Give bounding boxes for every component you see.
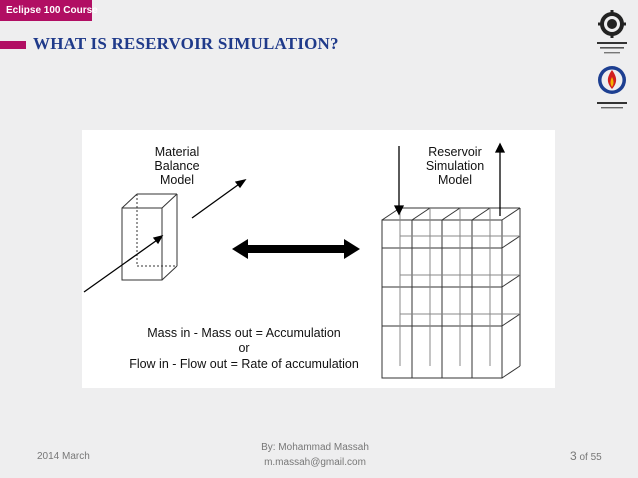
mb-label-line3: Model [159, 173, 195, 187]
production-arrow [494, 142, 506, 216]
equation-line-1: Mass in - Mass out = Accumulation [147, 326, 341, 340]
figure-drawing [83, 142, 521, 379]
mb-label-line1: Material [154, 145, 200, 159]
slide-title: WHAT IS RESERVOIR SIMULATION? [33, 34, 339, 53]
reservoir-grid [381, 207, 521, 379]
rs-label-line1: Reservoir [428, 145, 482, 159]
petroleum-university-logo-icon [597, 66, 627, 109]
university-logo-icon [597, 10, 627, 54]
footer-author-name: By: Mohammad Massah [261, 442, 369, 453]
rs-label-line2: Simulation [425, 159, 485, 173]
course-tag: Eclipse 100 Course [0, 0, 98, 21]
material-balance-box [121, 193, 178, 281]
equation-line-or: or [238, 341, 250, 355]
injection-arrow [393, 146, 405, 216]
reservoir-simulation-figure: Material Balance Model Reservoir Simulat… [82, 130, 555, 388]
footer-page-counter: 3 of 55 [570, 449, 602, 463]
footer-author-email: m.massah@gmail.com [264, 457, 366, 468]
mb-label-line2: Balance [154, 159, 200, 173]
page-number: 3 [570, 449, 577, 463]
page-total: of 55 [579, 452, 602, 463]
inflow-arrow [83, 234, 164, 293]
title-accent-bar [0, 41, 26, 49]
double-arrow [232, 239, 360, 259]
outflow-arrow [191, 178, 247, 219]
equation-line-2: Flow in - Flow out = Rate of accumulatio… [129, 357, 359, 371]
reservoir-simulation-label: Reservoir Simulation Model [400, 145, 510, 187]
footer-author: By: Mohammad Massah m.massah@gmail.com [220, 440, 410, 470]
rs-label-line3: Model [437, 173, 473, 187]
material-balance-label: Material Balance Model [122, 145, 232, 187]
footer-date: 2014 March [37, 451, 90, 462]
